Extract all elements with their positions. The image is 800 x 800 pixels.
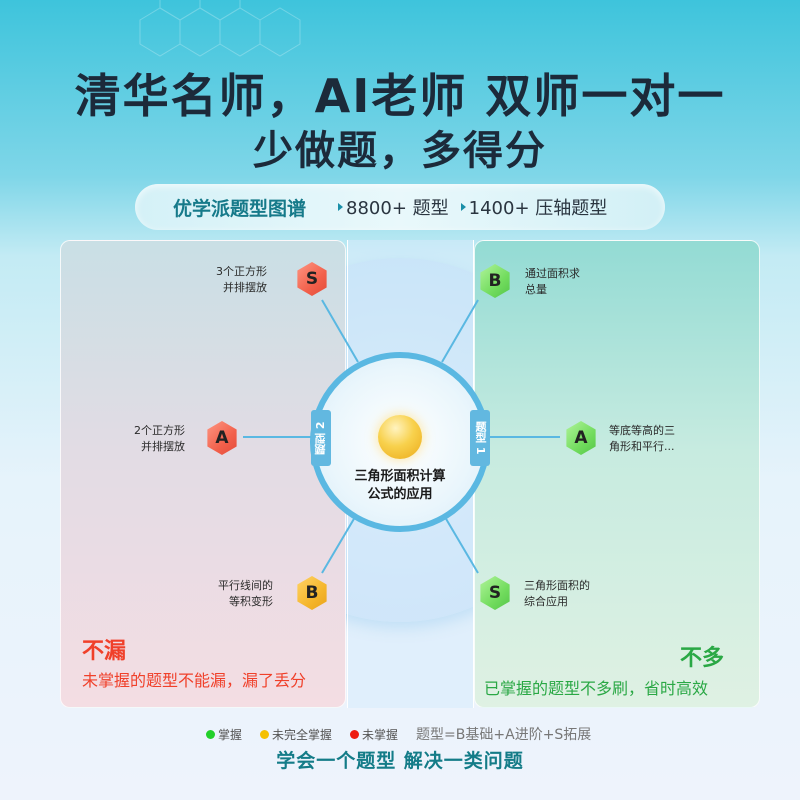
legend-item-not-mastered: 未掌握 [350, 726, 398, 743]
legend: 掌握 未完全掌握 未掌握 题型=B基础+A进阶+S拓展 [206, 724, 591, 744]
legend-item-partial: 未完全掌握 [260, 726, 332, 743]
node-label[interactable]: 等底等高的三 角形和平行... [609, 424, 675, 453]
question-type-1-tag: 题型 1 [470, 410, 490, 466]
stat-question-types: 8800+ 题型 [338, 194, 449, 220]
panel-not-mastered [60, 240, 346, 708]
headline-line1: 清华名师，AI老师 双师一对一 [74, 69, 726, 123]
red-dot-icon [350, 729, 360, 739]
level-b-yellow-hex-icon[interactable]: B [297, 576, 327, 610]
brand-label: 优学派题型图谱 [173, 197, 307, 220]
triangle-bullet-icon [338, 203, 344, 211]
node-label[interactable]: 通过面积求 总量 [525, 267, 580, 296]
not-miss-subtitle: 未掌握的题型不能漏，漏了丢分 [82, 671, 307, 690]
yellow-dot-icon [260, 729, 270, 739]
not-more-title: 不多 [680, 646, 725, 671]
not-miss-title: 不漏 [82, 639, 127, 664]
level-s-green-hex-icon[interactable]: S [480, 576, 510, 610]
bottom-slogan: 学会一个题型 解决一类问题 [276, 750, 524, 772]
legend-item-mastered: 掌握 [206, 726, 242, 743]
node-label[interactable]: 3个正方形 并排摆放 [216, 265, 267, 294]
panel-mastered [474, 240, 760, 708]
triangle-bullet-icon [460, 203, 466, 211]
node-label[interactable]: 三角形面积的 综合应用 [524, 579, 590, 608]
feature-pill: 优学派题型图谱 8800+ 题型 1400+ 压轴题型 [135, 184, 665, 230]
level-a-green-hex-icon[interactable]: A [566, 421, 596, 455]
legend-description: 题型=B基础+A进阶+S拓展 [416, 727, 592, 743]
gold-sphere-icon [378, 415, 422, 459]
hexagon-pattern-decoration [139, 0, 301, 57]
node-label[interactable]: 2个正方形 并排摆放 [134, 424, 185, 453]
stat-hard-question-types: 1400+ 压轴题型 [460, 194, 607, 220]
headline-line2: 少做题，多得分 [253, 128, 547, 174]
not-more-subtitle: 已掌握的题型不多刷，省时高效 [484, 679, 709, 698]
question-type-2-tag: 题型 2 [311, 410, 331, 466]
green-dot-icon [206, 729, 215, 739]
center-topic-label: 三角形面积计算 公式的应用 [354, 469, 446, 502]
node-label[interactable]: 平行线间的 等积变形 [218, 579, 273, 608]
